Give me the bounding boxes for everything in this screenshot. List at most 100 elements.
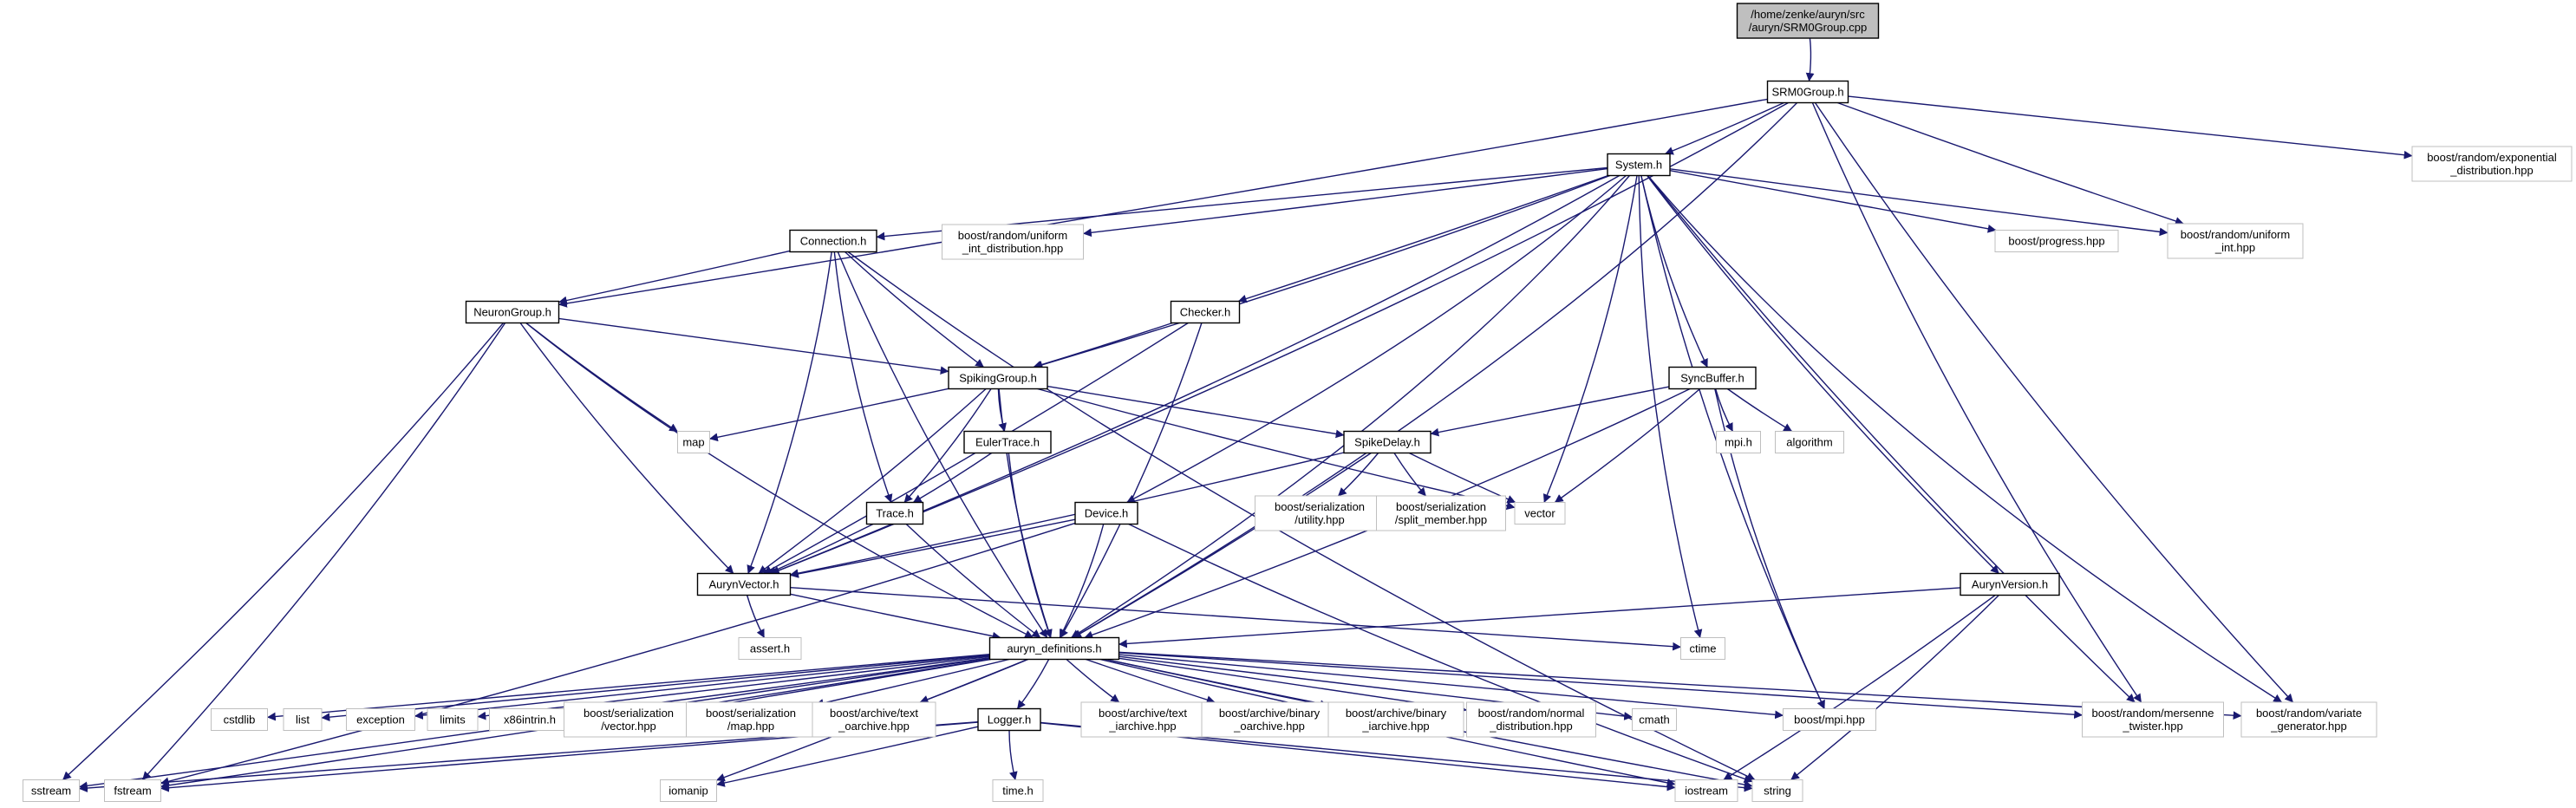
edge-checker-to-defs (1060, 323, 1203, 638)
edge-syncbuffer-to-algorithm (1726, 388, 1793, 433)
node-label-logger: Logger.h (988, 714, 1032, 727)
edge-spikinggroup-to-spikedelay (1047, 385, 1345, 439)
node-label-aurynvector: AurynVector.h (709, 578, 779, 591)
node-label-boost_uid: boost/random/uniform_int_distribution.hp… (958, 229, 1067, 255)
edge-connection-to-trace (833, 251, 893, 503)
node-spikedelay[interactable]: SpikeDelay.h (1343, 430, 1431, 454)
edge-defs-to-boost_ser_map (815, 658, 1010, 707)
node-string: string (1751, 779, 1803, 802)
node-logger[interactable]: Logger.h (977, 707, 1041, 732)
node-label-string: string (1764, 785, 1791, 798)
node-box-spikedelay (1343, 430, 1431, 454)
node-box-logger (977, 707, 1041, 732)
node-box-boost_text_oarchive (812, 701, 936, 738)
node-label-defs: auryn_definitions.h (1007, 642, 1101, 655)
edge-system-to-aurynversion (1647, 175, 1999, 574)
edge-defs-to-cstdlib (267, 654, 990, 721)
node-srm0[interactable]: SRM0Group.h (1766, 80, 1849, 104)
node-label-boost_normal: boost/random/normal_distribution.hpp (1478, 707, 1585, 733)
node-box-cstdlib (211, 708, 268, 731)
node-cstdlib: cstdlib (211, 708, 268, 731)
node-device[interactable]: Device.h (1074, 501, 1138, 525)
edge-spikinggroup-to-vector (1037, 388, 1516, 511)
edge-srm0-to-boost_rand_exp (1848, 95, 2413, 160)
edge-defs-to-boost_bin_oarchive (1086, 658, 1216, 704)
node-label-exception: exception (356, 714, 405, 727)
edge-checker-to-spikinggroup (1033, 322, 1173, 369)
node-checker[interactable]: Checker.h (1170, 300, 1241, 324)
node-time_h: time.h (992, 779, 1044, 802)
node-map: map (677, 431, 710, 453)
node-aurynversion[interactable]: AurynVersion.h (1960, 572, 2060, 596)
node-label-time_h: time.h (1002, 785, 1033, 798)
node-label-ctime: ctime (1689, 642, 1716, 655)
node-label-algorithm: algorithm (1786, 436, 1832, 449)
node-label-boost_uniform_int: boost/random/uniform_int.hpp (2181, 228, 2290, 254)
node-boost_bin_iarchive: boost/archive/binary_iarchive.hpp (1327, 701, 1464, 738)
node-boost_uniform_int: boost/random/uniform_int.hpp (2167, 223, 2304, 259)
node-defs[interactable]: auryn_definitions.h (988, 636, 1120, 661)
edge-srm0-to-system (1665, 101, 1784, 155)
edge-connection-to-neurongroup (558, 250, 791, 305)
edge-system-to-boost_mersenne (1647, 175, 2136, 703)
edge-system-to-ctime (1638, 175, 1703, 638)
node-label-boost_ser_utility: boost/serialization/utility.hpp (1275, 500, 1365, 526)
node-iostream: iostream (1674, 779, 1738, 802)
node-label-neurongroup: NeuronGroup.h (473, 306, 551, 319)
edge-defs-to-logger (1016, 659, 1050, 709)
node-label-system: System.h (1615, 159, 1662, 172)
node-box-boost_normal (1466, 701, 1596, 738)
edge-logger-to-time_h (1008, 730, 1018, 780)
edge-neurongroup-to-defs (525, 322, 1034, 639)
node-box-neurongroup (465, 300, 560, 324)
node-root[interactable]: /home/zenke/auryn/src/auryn/SRM0Group.cp… (1736, 3, 1880, 39)
node-neurongroup[interactable]: NeuronGroup.h (465, 300, 560, 324)
node-box-checker (1170, 300, 1241, 324)
node-eulertrace[interactable]: EulerTrace.h (963, 430, 1052, 454)
edge-srm0-to-boost_mersenne (1811, 102, 2142, 703)
node-assert: assert.h (738, 637, 802, 660)
edge-spikinggroup-to-defs (998, 388, 1053, 638)
node-label-spikinggroup: SpikingGroup.h (959, 372, 1037, 385)
edge-spikedelay-to-boost_ser_split (1393, 453, 1427, 497)
node-boost_variate: boost/random/variate_generator.hpp (2240, 701, 2377, 738)
node-label-boost_ser_map: boost/serialization/map.hpp (706, 707, 796, 733)
edge-defs-to-boost_variate (1118, 651, 2242, 720)
edge-eulertrace-to-trace (912, 452, 993, 504)
edge-device-to-fstream (160, 522, 1076, 786)
node-box-root (1736, 3, 1880, 39)
node-label-srm0: SRM0Group.h (1771, 86, 1843, 99)
edge-connection-to-string (847, 251, 1756, 781)
node-box-vector (1514, 502, 1566, 525)
edge-spikinggroup-to-trace (903, 388, 992, 503)
node-boost_rand_exp: boost/random/exponential_distribution.hp… (2411, 146, 2573, 182)
edge-syncbuffer-to-spikedelay (1430, 386, 1670, 437)
node-boost_mersenne: boost/random/mersenne_twister.hpp (2082, 701, 2224, 738)
edge-neurongroup-to-map (525, 322, 678, 433)
node-spikinggroup[interactable]: SpikingGroup.h (948, 366, 1048, 390)
node-label-boost_ser_vector: boost/serialization/vector.hpp (584, 707, 674, 733)
node-label-iomanip: iomanip (668, 785, 708, 798)
node-label-checker: Checker.h (1180, 306, 1231, 319)
edge-eulertrace-to-defs (1008, 453, 1053, 638)
node-boost_ser_map: boost/serialization/map.hpp (686, 701, 816, 738)
node-vector: vector (1514, 502, 1566, 525)
node-box-string (1751, 779, 1803, 802)
node-box-boost_ser_map (686, 701, 816, 738)
node-iomanip: iomanip (660, 779, 717, 802)
edge-connection-to-spikinggroup (845, 251, 984, 368)
edge-system-to-device (1126, 174, 1627, 504)
node-trace[interactable]: Trace.h (865, 501, 924, 525)
edge-device-to-defs (1059, 524, 1105, 638)
node-label-cmath: cmath (1639, 714, 1669, 727)
node-label-mpi_h: mpi.h (1725, 436, 1752, 449)
node-syncbuffer[interactable]: SyncBuffer.h (1668, 366, 1757, 390)
edge-spikedelay-to-defs (1073, 452, 1372, 639)
node-box-boost_ser_vector (564, 701, 694, 738)
edge-defs-to-boost_text_iarchive (1066, 658, 1120, 703)
node-system[interactable]: System.h (1607, 153, 1671, 177)
node-aurynvector[interactable]: AurynVector.h (696, 572, 792, 596)
node-connection[interactable]: Connection.h (789, 229, 877, 253)
node-label-aurynversion: AurynVersion.h (1972, 578, 2048, 591)
